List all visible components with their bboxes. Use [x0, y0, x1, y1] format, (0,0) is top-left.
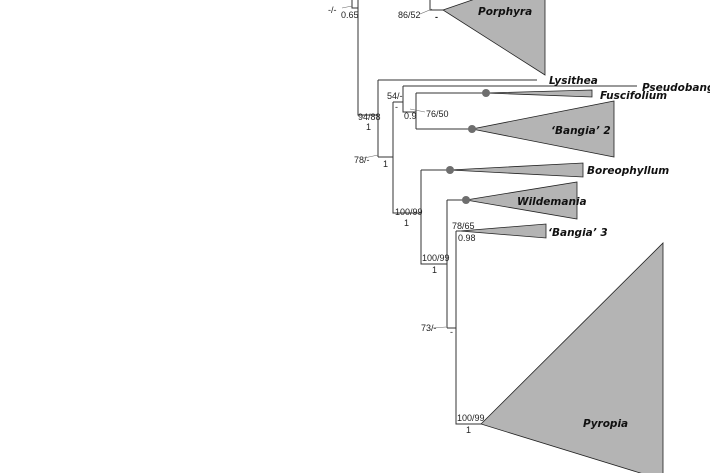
support-pp: -	[435, 12, 438, 22]
support-pp: 0.98	[458, 233, 476, 243]
support-pp: 1	[404, 218, 409, 228]
taxon-bangia2: ‘Bangia’ 2	[551, 125, 611, 137]
support-ml: 100/99	[457, 413, 485, 423]
support-ml: 100/99	[395, 207, 423, 217]
taxon-boreophyllum: Boreophyllum	[587, 165, 669, 177]
support-pp: 1	[383, 159, 388, 169]
support-ml: -/-	[328, 5, 337, 15]
node-dot-bangia2	[468, 125, 476, 133]
taxon-lysithea: Lysithea	[549, 75, 598, 87]
clade-pyropia	[480, 242, 664, 473]
support-ml: 78/-	[354, 155, 370, 165]
support-ml: 78/65	[452, 221, 475, 231]
support-pp: 1	[432, 265, 437, 275]
support-values: -/- 0.65 86/52 - 94/88 1 78/- 1 54/- - 7…	[328, 5, 485, 435]
support-ml: 73/-	[421, 323, 437, 333]
support-pp: 1	[366, 122, 371, 132]
support-ml: 76/50	[426, 109, 449, 119]
node-dot-fuscifolium	[482, 89, 490, 97]
support-ml: 54/-	[387, 91, 403, 101]
taxon-fuscifolium: Fuscifolium	[600, 90, 667, 102]
taxon-pseudobangia: Pseudobangia	[642, 82, 710, 94]
node-dot-wildemania	[462, 196, 470, 204]
taxon-wildemania: Wildemania	[517, 196, 587, 208]
support-pp: 0.65	[341, 10, 359, 20]
taxon-porphyra: Porphyra	[478, 6, 532, 18]
label-leaders	[341, 5, 447, 329]
node-dot-boreophyllum	[446, 166, 454, 174]
taxon-bangia3: ‘Bangia’ 3	[548, 227, 608, 239]
support-ml: 86/52	[398, 10, 421, 20]
support-ml: 100/99	[422, 253, 450, 263]
support-ml: 94/88	[358, 112, 381, 122]
support-pp: 0.9	[404, 111, 417, 121]
support-pp: 1	[466, 425, 471, 435]
taxon-pyropia: Pyropia	[583, 418, 628, 430]
clade-boreophyllum	[449, 162, 584, 178]
support-pp: -	[450, 327, 453, 337]
clade-porphyra	[442, 0, 546, 76]
clade-bangia2	[471, 100, 615, 158]
support-pp: -	[395, 102, 398, 112]
tree-branches	[351, 0, 637, 425]
clade-bangia3	[459, 223, 547, 239]
clade-fuscifolium	[485, 89, 593, 98]
clade-wildemania	[465, 181, 578, 220]
